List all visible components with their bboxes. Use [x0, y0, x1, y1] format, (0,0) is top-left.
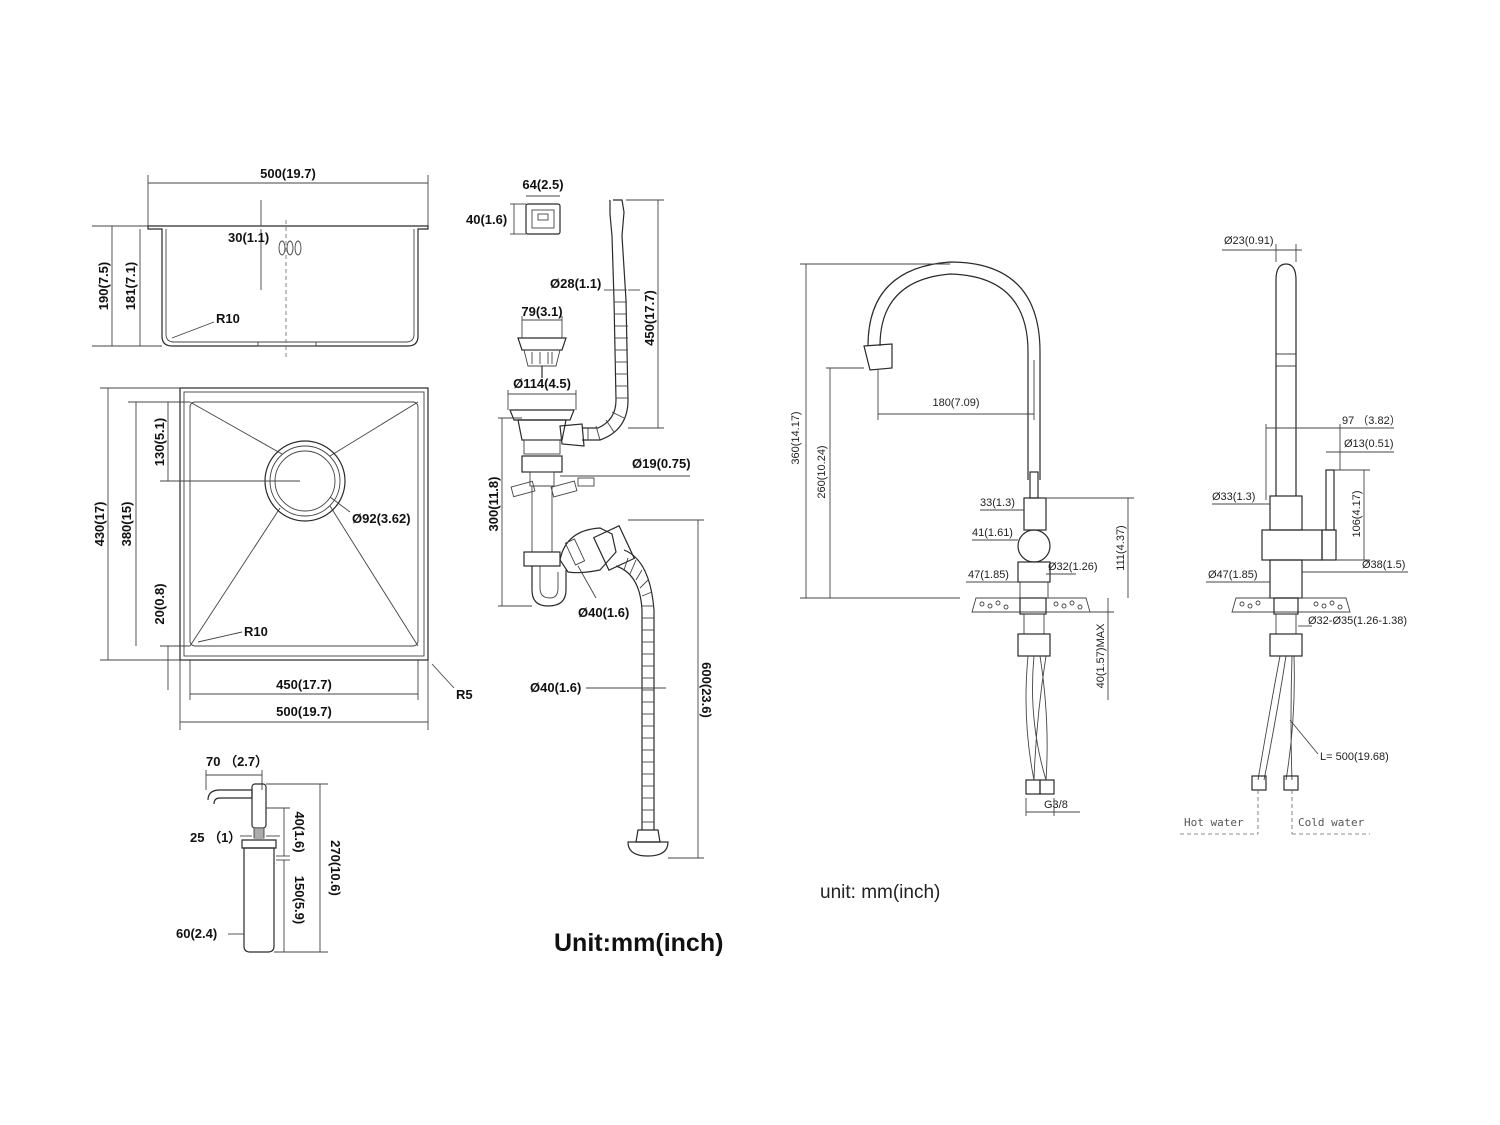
width-outer-label: 500(19.7)	[276, 704, 332, 719]
pipe-diameter-label: Ø40(1.6)	[530, 680, 581, 695]
cold-water-label: Cold water	[1298, 816, 1365, 829]
trap-height-label: 300(11.8)	[486, 477, 501, 532]
sink-side-radius-label: R10	[216, 311, 240, 326]
body-label: 41(1.61)	[972, 527, 1013, 539]
handle-diameter-label: Ø13(0.51)	[1344, 438, 1394, 450]
strainer-diameter-label: 79(3.1)	[521, 304, 562, 319]
bottle-width-label: 60(2.4)	[176, 926, 217, 941]
bottle-height-label: 150(5.9)	[292, 876, 307, 924]
inlet-diameter-label: Ø19(0.75)	[632, 456, 691, 471]
bottom-margin-label: 20(0.8)	[152, 583, 167, 624]
faucet-side-view: Ø23(0.91) 97 （3.82） Ø13(0.51) 106(4.17) …	[1180, 235, 1408, 835]
sink-flange-label: 30(1.1)	[228, 230, 269, 245]
side-body-label: Ø33(1.3)	[1212, 491, 1255, 503]
drain-assembly: 64(2.5) 40(1.6) Ø28(1.1) 450(17.7) 79(3.…	[466, 177, 723, 957]
pipe-length-label: 600(23.6)	[699, 662, 714, 718]
faucet-front-view: 360(14.17) 260(10.24) 180(7.09) 33(1.3) …	[790, 261, 1134, 816]
side-base-label: Ø47(1.85)	[1208, 569, 1258, 581]
sink-side-view: 500(19.7) 30(1.1) 190(7.5) 181(7.1) R10	[92, 166, 429, 360]
hot-water-label: Hot water	[1184, 816, 1244, 829]
mounting-hole-label: Ø32-Ø35(1.26-1.38)	[1308, 615, 1407, 627]
shank-label: Ø32(1.26)	[1048, 561, 1098, 573]
sink-height-inner-label: 181(7.1)	[123, 262, 138, 310]
trap-diameter-label: Ø40(1.6)	[578, 605, 629, 620]
inner-radius-label: R10	[244, 624, 268, 639]
lever-label: 33(1.3)	[980, 497, 1015, 509]
total-height-label: 270(10.6)	[328, 840, 343, 896]
base-label: 47(1.85)	[968, 569, 1009, 581]
width-inner-label: 450(17.7)	[276, 677, 332, 692]
thread-label: G3/8	[1044, 799, 1068, 811]
hose-length-label: L= 500(19.68)	[1320, 751, 1389, 763]
spout-height-label: 260(10.24)	[816, 445, 828, 498]
drain-diameter-label: Ø92(3.62)	[352, 511, 411, 526]
nozzle-width-label: 70 （2.7）	[206, 754, 268, 769]
sink-top-view: 130(5.1) 20(0.8) 430(17) 380(15) Ø92(3.6…	[92, 387, 473, 730]
neck-height-label: 40(1.6)	[292, 811, 307, 852]
spout-reach-label: 180(7.09)	[932, 397, 979, 409]
depth-outer-label: 430(17)	[92, 502, 107, 547]
hose-diameter-label: Ø28(1.1)	[550, 276, 601, 291]
corner-radius-label: R5	[456, 687, 473, 702]
hose-length-label: 450(17.7)	[642, 290, 657, 346]
overflow-width-label: 64(2.5)	[522, 177, 563, 192]
depth-inner-label: 380(15)	[119, 502, 134, 547]
sink-height-outer-label: 190(7.5)	[96, 262, 111, 310]
max-thickness-label: 40(1.57)MAX	[1095, 623, 1107, 688]
offset-label: 97 （3.82）	[1342, 414, 1401, 427]
upper-height-label: 111(4.37)	[1115, 525, 1127, 570]
tube-diameter-label: Ø23(0.91)	[1224, 235, 1274, 247]
drain-offset-label: 130(5.1)	[152, 418, 167, 466]
faucet-height-label: 360(14.17)	[790, 411, 802, 464]
collar-label: Ø38(1.5)	[1362, 559, 1405, 571]
drain-unit-label: Unit:mm(inch)	[554, 929, 723, 957]
overflow-height-label: 40(1.6)	[466, 212, 507, 227]
soap-dispenser: 70 （2.7） 25 （1） 40(1.6) 150(5.9) 270(10.…	[176, 754, 343, 953]
basket-diameter-label: Ø114(4.5)	[513, 376, 571, 391]
handle-height-label: 106(4.17)	[1351, 490, 1363, 537]
unit-note: unit: mm(inch)	[820, 882, 940, 903]
neck-width-label: 25 （1）	[190, 830, 241, 845]
sink-width-top-label: 500(19.7)	[260, 166, 316, 181]
